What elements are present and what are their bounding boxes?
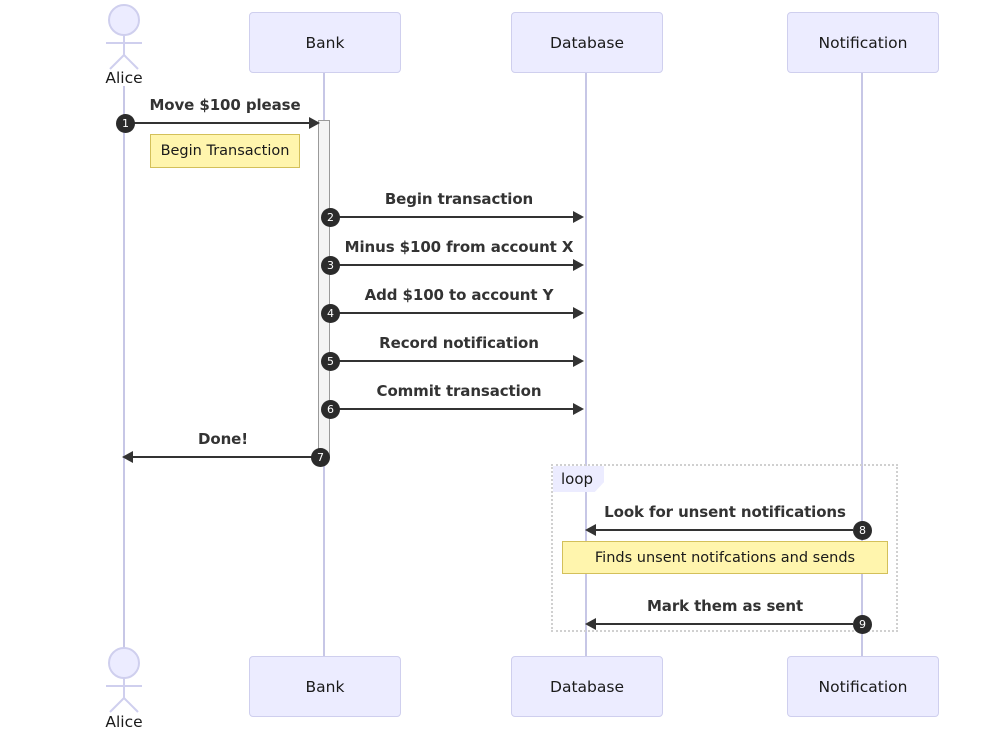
participant-database-bottom[interactable]: Database [511,656,663,717]
participant-label-notification-bottom: Notification [818,677,908,696]
lifeline-alice [123,86,125,658]
sequence-badge-5: 5 [321,352,340,371]
message-label-8: Look for unsent notifications [604,503,846,521]
message-arrowhead-6 [573,403,584,415]
sequence-badge-2: 2 [321,208,340,227]
note-begin-transaction-text: Begin Transaction [160,143,290,159]
message-arrowhead-8 [585,524,596,536]
sequence-badge-6: 6 [321,400,340,419]
message-arrow-5 [335,360,573,362]
message-arrowhead-9 [585,618,596,630]
sequence-badge-1: 1 [116,114,135,133]
loop-fragment [551,464,898,632]
participant-label-database-top: Database [550,33,624,52]
participant-notification-bottom[interactable]: Notification [787,656,939,717]
participant-bank-bottom[interactable]: Bank [249,656,401,717]
lifeline-database [585,73,587,656]
message-label-6: Commit transaction [376,382,542,400]
participant-label-database-bottom: Database [550,677,624,696]
sequence-badge-8: 8 [853,521,872,540]
participant-database-top[interactable]: Database [511,12,663,73]
message-arrowhead-1 [309,117,320,129]
participant-bank-top[interactable]: Bank [249,12,401,73]
participant-label-bank-bottom: Bank [305,677,345,696]
message-label-1: Move $100 please [149,96,301,114]
message-arrow-9 [596,623,853,625]
actor-label-alice-top: Alice [105,69,143,87]
actor-label-alice-bottom: Alice [105,713,143,731]
message-label-9: Mark them as sent [646,597,804,615]
actor-alice-top[interactable] [99,4,149,70]
participant-label-bank-top: Bank [305,33,345,52]
message-arrow-6 [335,408,573,410]
sequence-badge-9: 9 [853,615,872,634]
message-arrowhead-7 [122,451,133,463]
note-finds-unsent: Finds unsent notifcations and sends [562,541,888,574]
message-label-2: Begin transaction [384,190,534,208]
message-label-5: Record notification [379,334,539,352]
loop-fragment-label: loop [561,470,594,488]
participant-label-notification-top: Notification [818,33,908,52]
message-arrow-1 [131,122,311,124]
message-arrowhead-4 [573,307,584,319]
message-arrowhead-2 [573,211,584,223]
sequence-badge-4: 4 [321,304,340,323]
loop-fragment-tab: loop [553,466,604,492]
message-arrow-4 [335,312,573,314]
actor-alice-bottom[interactable] [99,647,149,713]
message-arrowhead-3 [573,259,584,271]
message-arrow-8 [596,529,853,531]
message-arrow-2 [335,216,573,218]
message-arrow-3 [335,264,573,266]
message-label-3: Minus $100 from account X [344,238,574,256]
message-label-7: Done! [198,430,248,448]
message-arrow-7 [133,456,313,458]
participant-notification-top[interactable]: Notification [787,12,939,73]
lifeline-notification [861,73,863,656]
note-begin-transaction: Begin Transaction [150,134,300,168]
sequence-badge-3: 3 [321,256,340,275]
note-finds-unsent-text: Finds unsent notifcations and sends [594,549,856,566]
message-label-4: Add $100 to account Y [364,286,554,304]
sequence-badge-7: 7 [311,448,330,467]
message-arrowhead-5 [573,355,584,367]
